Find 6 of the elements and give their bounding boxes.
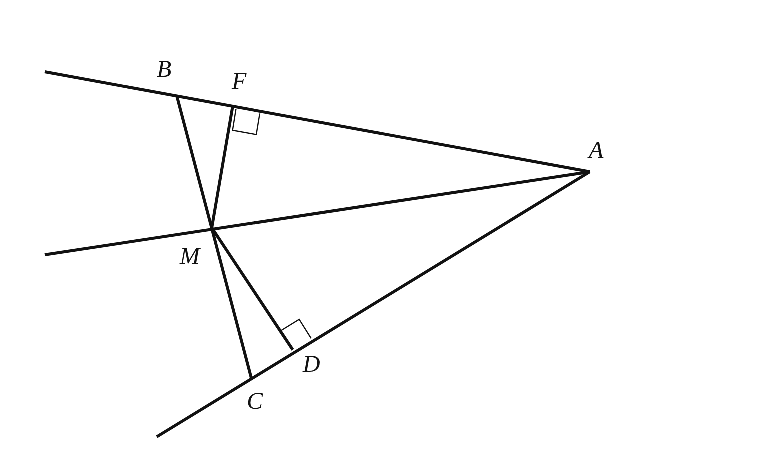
point-label: D <box>303 351 320 379</box>
point-label: B <box>157 56 172 84</box>
point-label: C <box>247 388 264 416</box>
point-label: F <box>232 68 247 96</box>
point-label: M <box>180 243 200 271</box>
point-label: A <box>589 137 604 165</box>
